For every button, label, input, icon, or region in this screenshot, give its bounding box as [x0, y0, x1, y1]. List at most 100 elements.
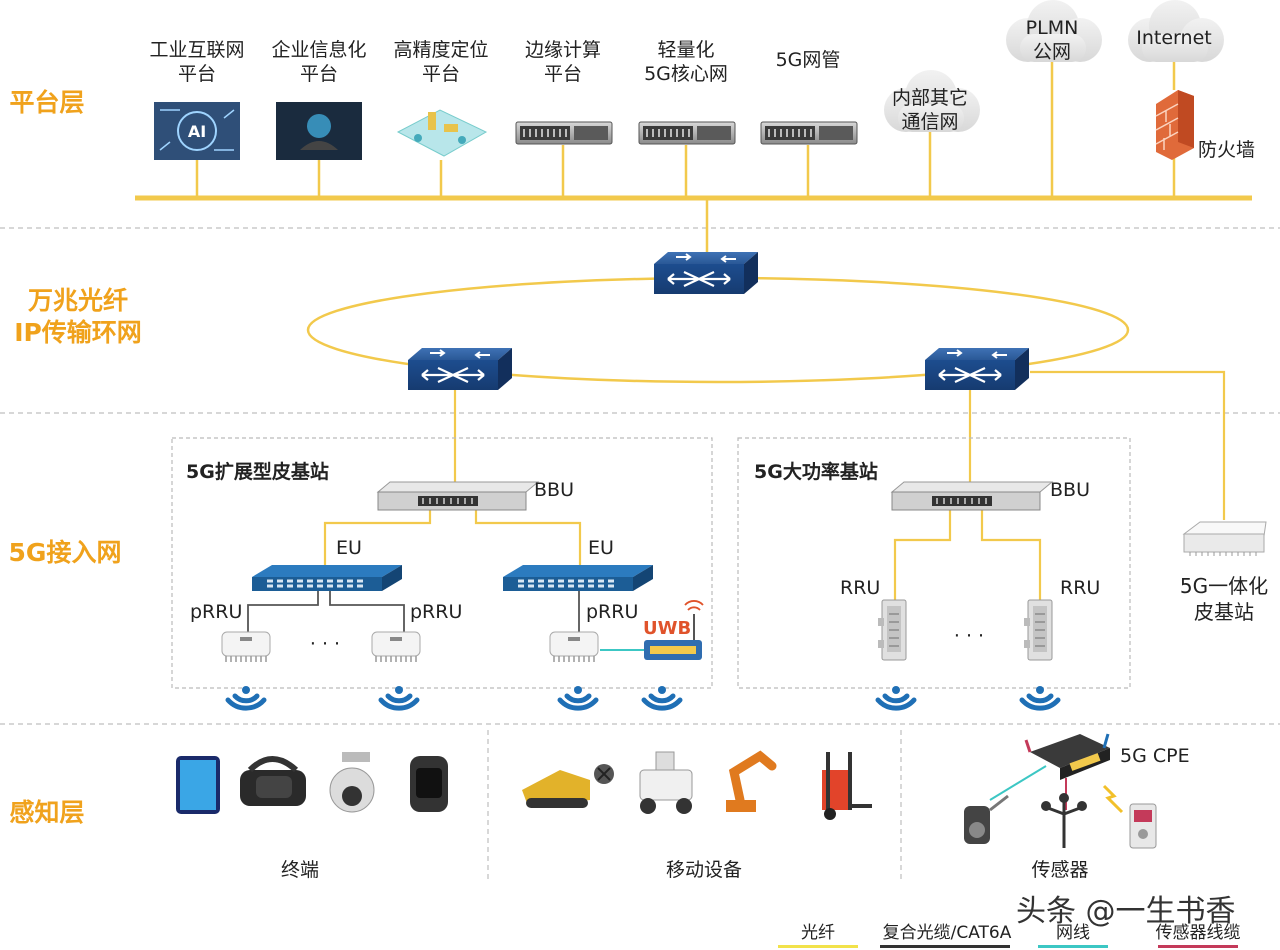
- smartwatch-icon: [410, 756, 448, 812]
- platform-3-line2: 平台: [421, 63, 460, 85]
- wifi-icon: [644, 686, 680, 708]
- forklift-icon: [822, 752, 872, 820]
- mining-machine-icon: [522, 764, 614, 808]
- prru-1-label: pRRU: [190, 601, 243, 623]
- integrated-station-line1: 5G一体化: [1179, 574, 1269, 598]
- dome-camera-icon: [329, 752, 375, 813]
- enterprise-info-image: [276, 102, 362, 160]
- wifi-icon: [878, 686, 914, 708]
- wifi-icon: [228, 686, 264, 708]
- phone-icon: [176, 756, 220, 814]
- core-switch-icon: [652, 250, 760, 296]
- cpe-camera-cable: [989, 765, 1047, 801]
- composite-cable: [247, 590, 580, 632]
- firewall-icon: [1155, 90, 1194, 160]
- layer-dividers: [0, 227, 1280, 725]
- prru-3-icon: [549, 631, 599, 663]
- prru-3-label: pRRU: [586, 601, 639, 623]
- lightning-icon: [1102, 784, 1124, 814]
- bbu-right-label: BBU: [1050, 479, 1090, 501]
- high-power-title: 5G大功率基站: [754, 461, 878, 483]
- wifi-icon: [560, 686, 596, 708]
- layer-ring-line2: IP传输环网: [14, 318, 142, 347]
- firewall-label: 防火墙: [1198, 139, 1256, 161]
- terminals-label: 终端: [280, 859, 319, 881]
- integrated-station-line2: 皮基站: [1194, 600, 1254, 624]
- cloud-internal-line1: 内部其它: [891, 87, 968, 109]
- bullet-camera-icon: [964, 794, 1009, 844]
- rru-1-label: RRU: [840, 577, 881, 599]
- ext-station-title: 5G扩展型皮基站: [186, 461, 329, 483]
- legend-fiber: 光纤: [801, 923, 835, 943]
- layer-platform: 平台层: [9, 88, 85, 117]
- industrial-internet-image: [154, 102, 240, 160]
- ext-station-box: [171, 437, 713, 689]
- ring-switch-right-icon: [923, 346, 1031, 392]
- cloud-plmn-line1: PLMN: [1025, 17, 1079, 39]
- anemometer-icon: [1041, 793, 1087, 848]
- eu-left-label: EU: [336, 537, 362, 559]
- wifi-icon: [381, 686, 417, 708]
- nms-server-icon: [760, 121, 858, 145]
- mobile-devices-label: 移动设备: [665, 859, 742, 881]
- ring-switch-left-icon: [406, 346, 514, 392]
- high-power-box: [737, 437, 1131, 689]
- layer-perception: 感知层: [9, 798, 85, 827]
- cloud-internet-line1: Internet: [1136, 27, 1212, 49]
- cloud-plmn-line2: 公网: [1032, 41, 1071, 63]
- uwb-label: UWB: [643, 618, 692, 639]
- legend-sensor-cable: 传感器线缆: [1155, 923, 1241, 943]
- core-server-icon: [638, 121, 736, 145]
- platform-5-line2: 5G核心网: [644, 63, 728, 85]
- rru-2-label: RRU: [1060, 577, 1101, 599]
- platform-5-line1: 轻量化: [657, 39, 715, 61]
- legend-sensor-swatch: [1158, 945, 1238, 948]
- platform-3-line1: 高精度定位: [393, 39, 489, 61]
- vr-headset-icon: [240, 756, 306, 806]
- platform-6-line1: 5G网管: [775, 49, 841, 71]
- prru-2-icon: [371, 631, 421, 663]
- ai-badge: AI: [187, 122, 207, 141]
- layer-access: 5G接入网: [8, 538, 122, 567]
- prru-1-icon: [221, 631, 271, 663]
- platform-bus: [135, 62, 1252, 258]
- legend-ethernet-swatch: [1038, 945, 1108, 948]
- positioning-image: [396, 109, 488, 157]
- layer-ring-line1: 万兆光纤: [27, 286, 128, 315]
- cloud-internal-line2: 通信网: [901, 111, 959, 133]
- legend-ethernet: 网线: [1056, 923, 1090, 943]
- inspection-robot-icon: [639, 751, 693, 814]
- rru-dots: · · ·: [953, 625, 985, 647]
- integrated-station-icon: [1182, 521, 1267, 556]
- robot-arm-icon: [726, 750, 777, 812]
- eu-left-icon: [250, 563, 404, 593]
- eu-right-label: EU: [588, 537, 614, 559]
- platform-1-line1: 工业互联网: [149, 39, 245, 61]
- perception-dividers: [487, 730, 902, 880]
- legend-composite-swatch: [880, 945, 1010, 948]
- sensors-label: 传感器: [1031, 859, 1089, 881]
- uwb-device-icon: [644, 600, 704, 660]
- prru-2-label: pRRU: [410, 601, 463, 623]
- platform-2-line2: 平台: [299, 63, 338, 85]
- platform-4-line1: 边缘计算: [524, 39, 601, 61]
- wifi-icon: [1022, 686, 1058, 708]
- rru-1-icon: [877, 599, 907, 661]
- eu-right-icon: [501, 563, 655, 593]
- legend-composite: 复合光缆/CAT6A: [882, 923, 1012, 943]
- platform-2-line1: 企业信息化: [271, 39, 367, 61]
- rru-2-icon: [1023, 599, 1053, 661]
- cpe-router-icon: [1024, 733, 1110, 780]
- bbu-left-icon: [377, 481, 539, 511]
- platform-4-line2: 平台: [543, 63, 582, 85]
- cpe-label: 5G CPE: [1120, 745, 1190, 767]
- bbu-left-label: BBU: [534, 479, 574, 501]
- prru-dots: · · ·: [309, 633, 341, 655]
- watermark: 头条 @一生书香: [1016, 894, 1236, 929]
- access-fiber: [323, 370, 1226, 600]
- legend-fiber-swatch: [778, 945, 858, 948]
- edge-server-icon: [515, 121, 613, 145]
- bbu-right-icon: [891, 481, 1053, 511]
